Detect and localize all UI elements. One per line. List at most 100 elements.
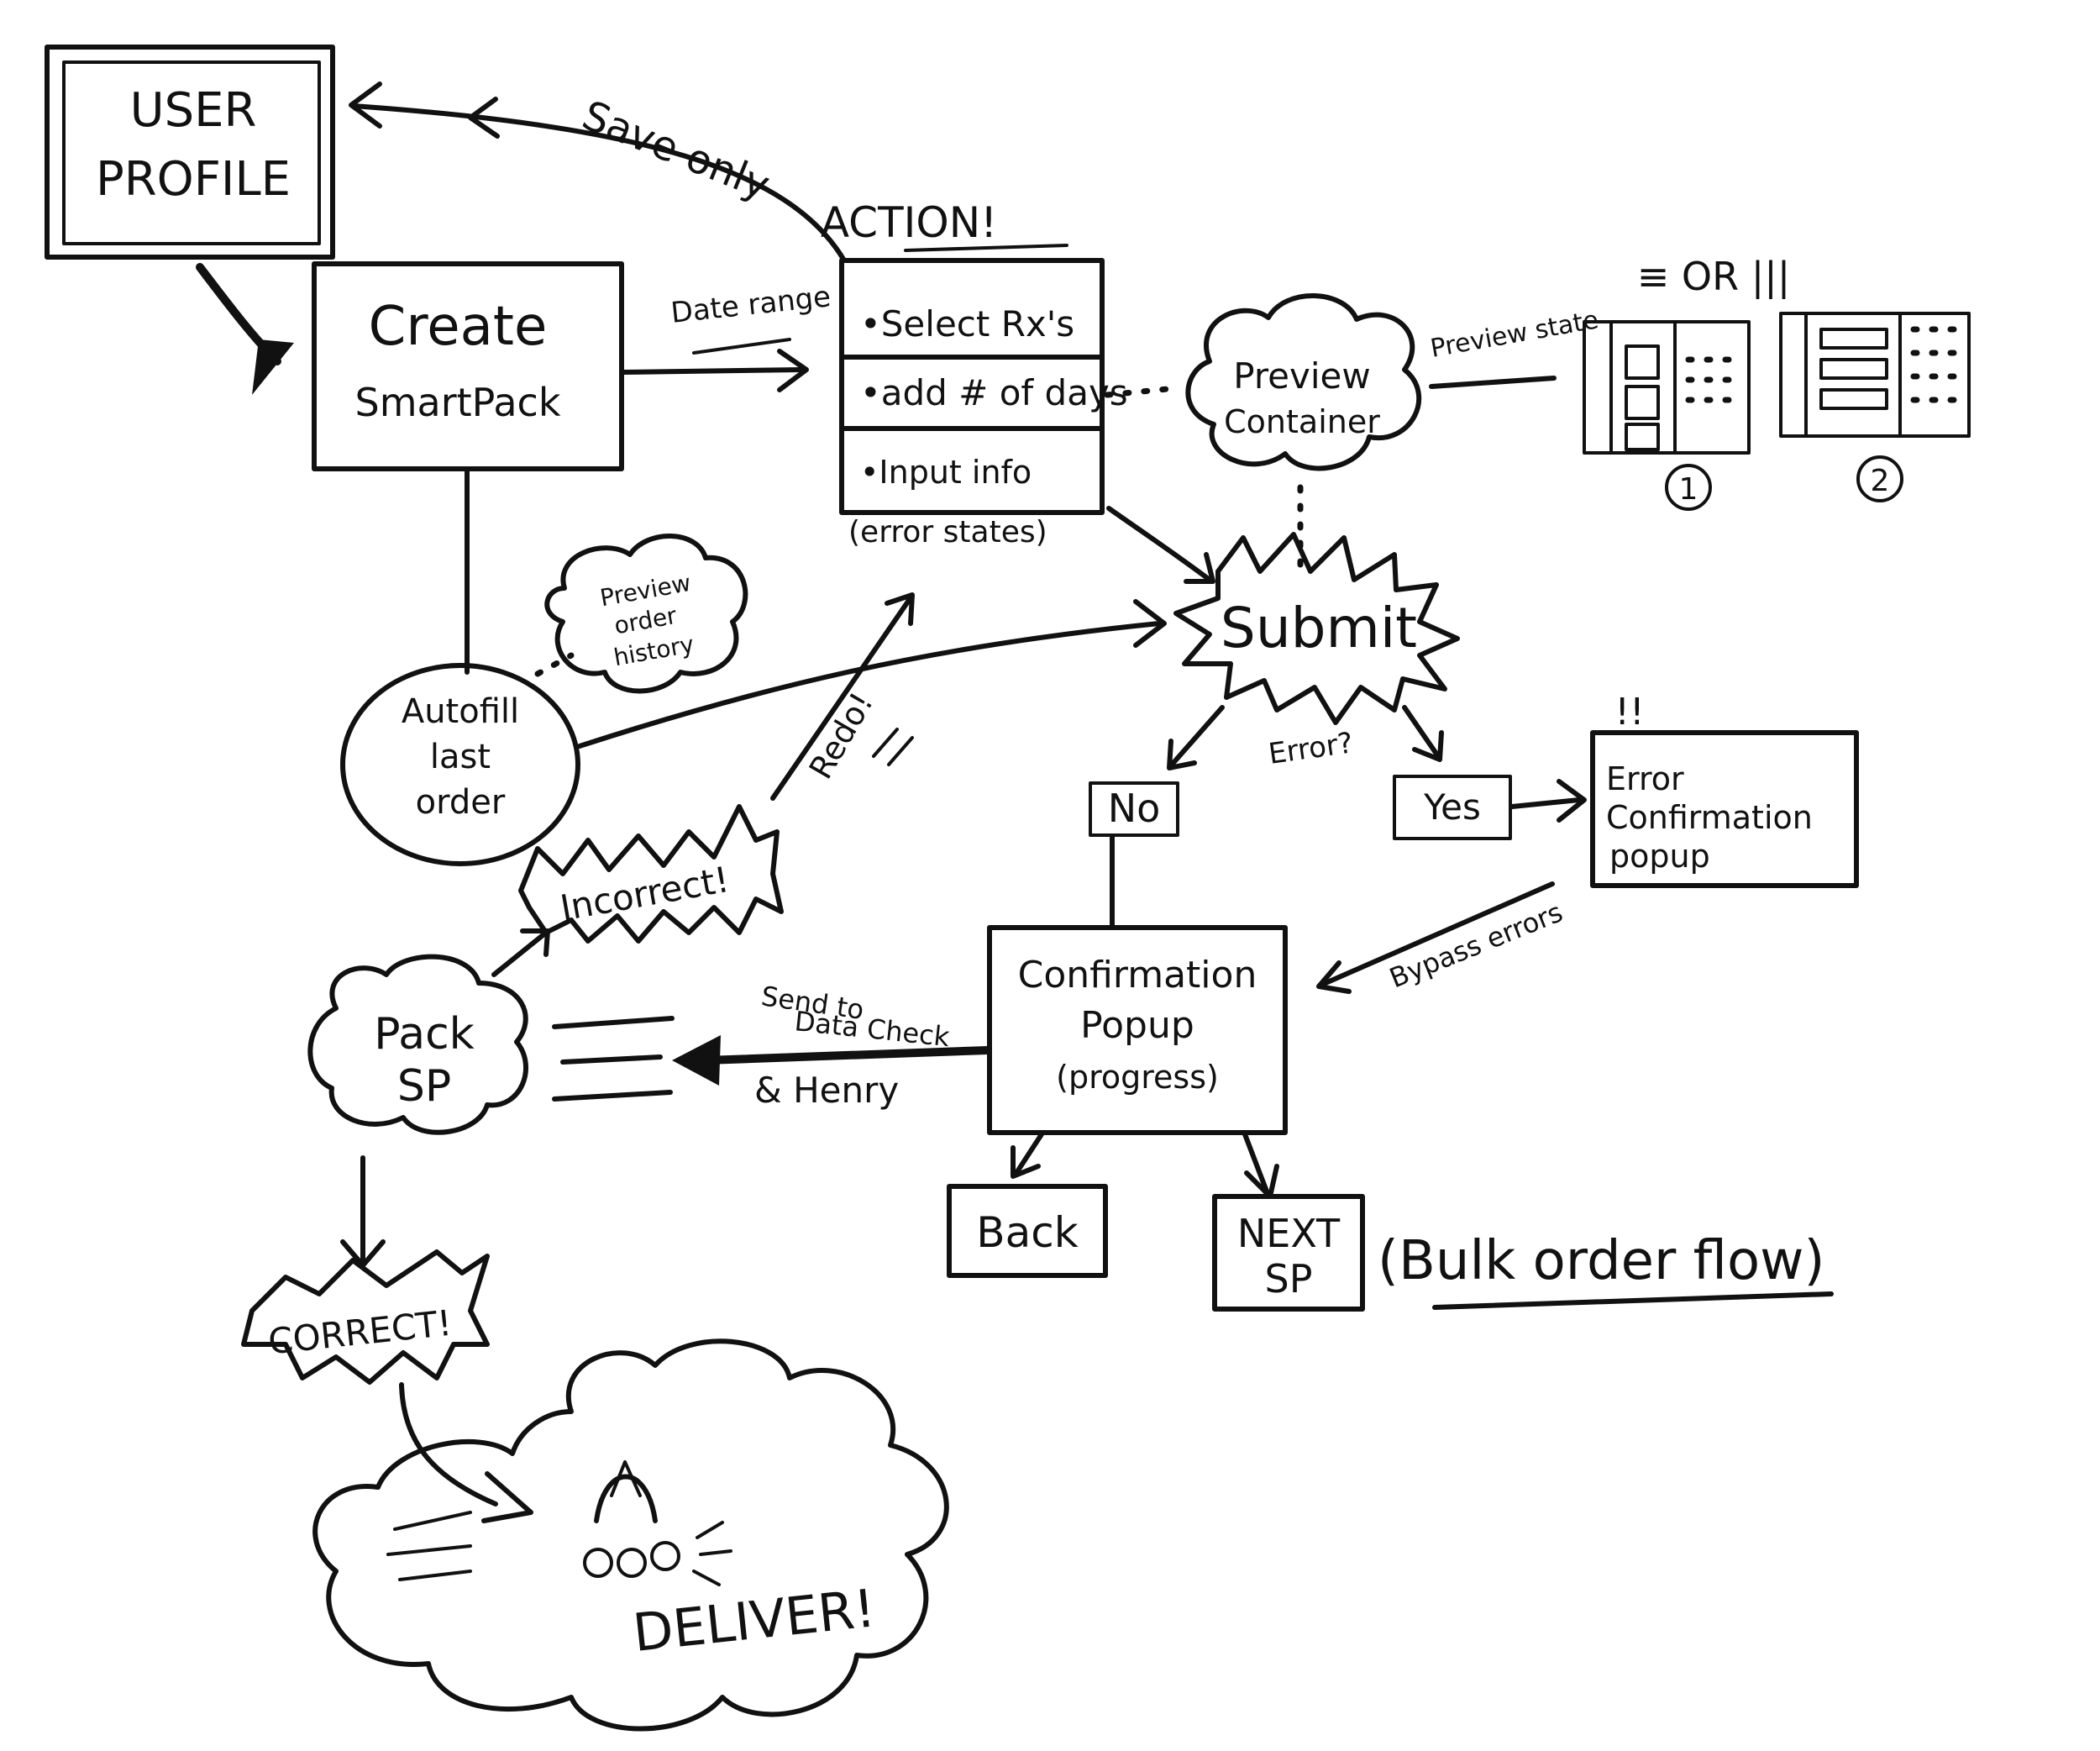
pack-to-incorrect-line	[491, 930, 549, 977]
correct-to-deliver-arrow	[399, 1382, 533, 1523]
layout-2-columns	[1804, 312, 1902, 438]
next-sp-line-1: NEXT	[1237, 1211, 1341, 1256]
error-states-label: (error states)	[848, 515, 1047, 549]
submit-node: Submit	[1173, 532, 1460, 725]
smartpack-label: SmartPack	[355, 380, 561, 425]
pack-sp-cloud	[307, 954, 528, 1135]
action-title: ACTION!	[821, 198, 997, 247]
layout-1-columns	[1609, 320, 1677, 455]
layout-options: ≡ OR ||| 1 2	[1583, 254, 1971, 511]
error-confirmation-line-1: Error	[1606, 760, 1684, 797]
user-profile-line-1: USER	[130, 83, 257, 138]
action-to-submit-arrow	[1106, 506, 1215, 584]
confirmation-to-next-line	[1242, 1132, 1269, 1194]
henry-label: & Henry	[754, 1070, 899, 1111]
deliver-cloud	[312, 1338, 949, 1732]
bulk-order-flow-note: (Bulk order flow)	[1378, 1230, 1834, 1310]
user-profile-inner-box	[62, 60, 321, 245]
user-profile-line-2: PROFILE	[96, 152, 291, 207]
send-speed-lines	[552, 1016, 675, 1102]
error-marks: !!	[1614, 691, 1644, 734]
layout-1-number: 1	[1679, 472, 1698, 507]
autofill-line-3: order	[416, 783, 506, 822]
deliver-speed-lines	[386, 1511, 472, 1581]
redo-head	[885, 592, 915, 626]
send-to-data-check-head	[672, 1035, 721, 1086]
next-sp-node: NEXT SP	[1212, 1194, 1365, 1312]
action-item-select-rx: •Select Rx's	[860, 303, 1074, 344]
error-confirmation-line-2: Confirmation	[1606, 799, 1813, 836]
autofill-to-submit-head	[1133, 599, 1167, 648]
rocket-exhaust-3	[650, 1541, 680, 1571]
layout-2-number: 2	[1871, 464, 1890, 498]
confirmation-to-back-head	[1011, 1145, 1041, 1179]
layout-1-frame	[1583, 320, 1751, 455]
view-toggle-label: ≡ OR |||	[1637, 254, 1790, 300]
confirmation-popup-line-2: Popup	[1080, 1004, 1194, 1047]
profile-to-create-head	[252, 339, 294, 395]
confirmation-popup-box	[987, 925, 1288, 1135]
redo-hatches	[872, 728, 914, 766]
preview-container-line-1: Preview	[1233, 355, 1371, 397]
user-profile-outer-box	[45, 45, 335, 260]
layout-2-frame	[1779, 312, 1971, 438]
delivery-rocket-icon	[583, 1460, 732, 1586]
create-label: Create	[369, 296, 548, 358]
date-range-head	[777, 349, 809, 392]
yes-to-error-head	[1557, 779, 1587, 823]
pack-to-incorrect-arrow	[491, 928, 550, 977]
pack-sp-node: Pack SP	[307, 954, 528, 1135]
redo-line	[770, 594, 914, 801]
incorrect-starburst	[518, 804, 784, 944]
user-profile-node: USER PROFILE	[45, 45, 335, 260]
yes-node: Yes	[1393, 775, 1587, 840]
correct-to-deliver-head	[481, 1471, 533, 1523]
next-sp-line-2: SP	[1265, 1256, 1313, 1301]
date-range-line	[621, 367, 805, 375]
action-item-add-days: •add # of days	[860, 372, 1128, 413]
action-node: ACTION! •Select Rx's •add # of days •Inp…	[821, 198, 1128, 549]
layout-option-1-thumbnail: 1	[1583, 320, 1751, 511]
submit-label: Submit	[1221, 596, 1417, 660]
pack-sp-line-1: Pack	[374, 1009, 475, 1060]
rocket-body	[594, 1474, 658, 1523]
rocket-exhaust-1	[583, 1548, 613, 1578]
rocket-nose	[610, 1460, 642, 1497]
back-node: Back	[947, 1184, 1108, 1278]
action-to-submit-head	[1184, 552, 1215, 584]
bypass-errors-head	[1316, 960, 1352, 994]
submit-to-no-line	[1169, 705, 1225, 767]
error-confirmation-box	[1590, 730, 1859, 888]
profile-to-create-arrow	[196, 263, 294, 395]
preview-state-line	[1429, 376, 1557, 389]
confirmation-popup-line-3: (progress)	[1056, 1059, 1219, 1096]
layout-2-row-a	[1819, 328, 1888, 350]
bulk-order-flow-label: (Bulk order flow)	[1378, 1230, 1824, 1292]
action-to-submit-line	[1106, 506, 1212, 582]
pack-sp-line-2: SP	[397, 1061, 451, 1112]
layout-option-2-thumbnail: 2	[1779, 312, 1971, 502]
preview-container-node: Preview Container	[1185, 293, 1422, 568]
bulk-order-flow-underline	[1432, 1291, 1834, 1310]
send-to-data-check-line	[701, 1046, 992, 1065]
save-only-head-1	[349, 82, 382, 129]
create-smartpack-node: Create SmartPack	[312, 261, 624, 471]
action-box	[839, 258, 1105, 515]
pack-to-incorrect-head	[520, 928, 550, 957]
action-to-preview-dots	[1104, 385, 1179, 398]
layout-2-number-circle	[1856, 455, 1903, 502]
save-only-head-2	[468, 97, 500, 139]
autofill-to-history-dots	[534, 652, 575, 677]
correct-starburst	[241, 1249, 490, 1385]
autofill-to-submit-arrow	[577, 599, 1167, 749]
autofill-to-submit-line	[577, 621, 1162, 749]
back-box	[947, 1184, 1108, 1278]
back-label: Back	[976, 1208, 1078, 1257]
confirmation-popup-node: Confirmation Popup (progress)	[987, 925, 1288, 1135]
no-box	[1089, 781, 1179, 837]
layout-1-block-c	[1625, 423, 1660, 451]
no-node: No	[1089, 781, 1179, 928]
preview-container-cloud	[1185, 293, 1422, 471]
